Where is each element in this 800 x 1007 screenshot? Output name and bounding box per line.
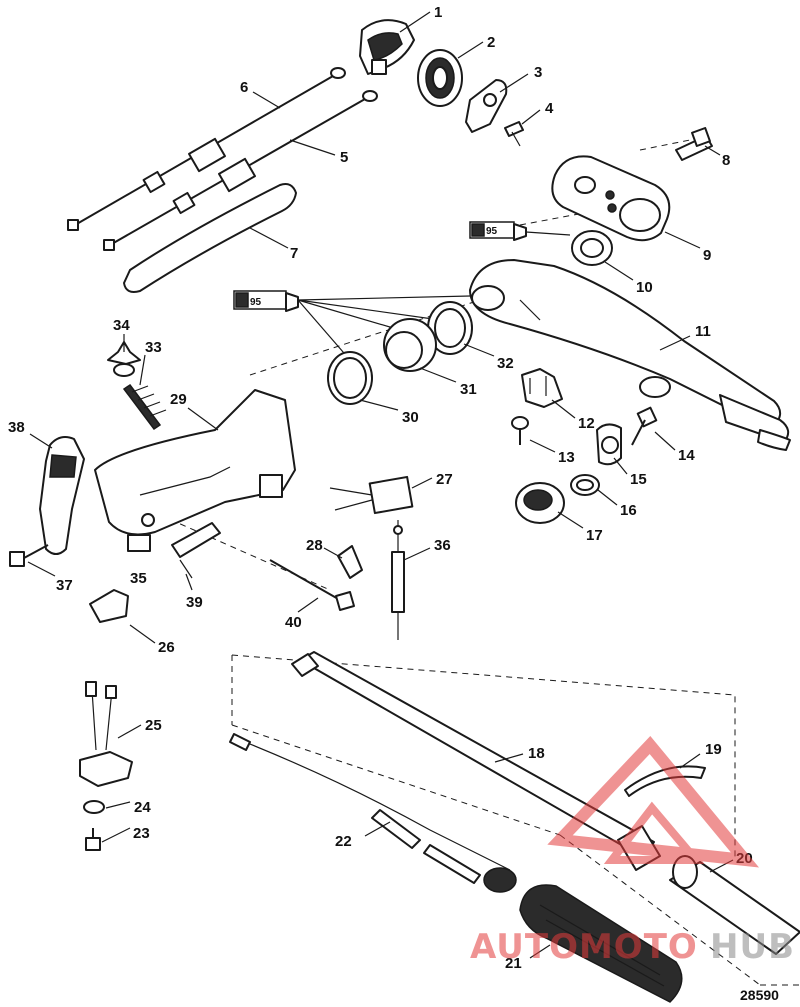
part-5-link-rod [103,90,378,251]
part-12-bracket [521,368,563,408]
callout-13: 13 [558,449,575,466]
callout-16: 16 [620,502,637,519]
part-22-cable [229,733,517,893]
callout-11: 11 [695,323,711,340]
part-32-ring [427,301,473,355]
part-26-clip [89,589,129,623]
callout-29: 29 [170,391,187,408]
callout-36: 36 [434,537,451,554]
sealant-label-lower: 95 [250,297,262,308]
part-23-screw [85,828,101,851]
callout-2: 2 [487,34,495,51]
callout-40: 40 [285,614,302,631]
callout-1: 1 [434,4,442,21]
part-3-plate [465,79,508,133]
part-39-plate [171,522,221,579]
part-31-bushing [383,318,437,372]
callout-8: 8 [722,152,730,169]
part-4-screw [504,121,524,147]
part-15-clip [596,423,622,466]
callout-26: 26 [158,639,175,656]
callout-35: 35 [130,570,147,587]
part-35-decal [127,534,151,552]
part-10-seal [571,230,613,266]
part-38-lever [39,436,85,555]
watermark-text-red: AUTOMOTO [470,927,698,967]
part-7-hose [123,183,297,293]
callout-32: 32 [497,355,514,372]
callout-9: 9 [703,247,711,264]
callout-18: 18 [528,745,545,762]
callout-31: 31 [460,381,477,398]
callout-6: 6 [240,79,248,96]
part-30-ring [327,351,373,405]
callout-33: 33 [145,339,162,356]
part-13-screw [511,416,529,445]
callout-23: 23 [133,825,150,842]
part-1-clamp [359,19,415,75]
callout-3: 3 [534,64,542,81]
callout-12: 12 [578,415,595,432]
callout-4: 4 [545,100,554,117]
callout-7: 7 [290,245,298,262]
watermark-logo: AUTOMOTO HUB [470,735,795,967]
callout-30: 30 [402,409,419,426]
part-8-bolt [675,127,713,161]
part-24-washer [83,800,105,814]
part-29-swivel-bracket [94,389,296,536]
part-9-cover [551,155,671,242]
callout-14: 14 [678,447,695,464]
callout-10: 10 [636,279,653,296]
part-11-tiller-arm [469,259,791,451]
part-2-bushing [417,49,463,107]
part-40-bolt [269,559,355,611]
callout-17: 17 [586,527,603,544]
sealant-tube-upper: 95 [469,221,571,241]
callout-15: 15 [630,471,647,488]
part-16-ring [570,474,600,496]
sealant-label-upper: 95 [486,226,498,237]
part-21-twist-grip [519,884,683,1003]
callout-22: 22 [335,833,352,850]
callouts: 1 2 3 4 5 6 7 8 9 10 11 12 13 14 15 16 1… [8,4,753,972]
part-27-switch [329,475,414,515]
figure-number: 28590 [740,987,779,1003]
callout-5: 5 [340,149,348,166]
callout-27: 27 [436,471,453,488]
part-17-knob [515,482,565,524]
callout-39: 39 [186,594,203,611]
part-19-clip [624,765,706,797]
watermark-text-grey: HUB [710,927,795,967]
part-33-spring [122,383,167,431]
part-25-switch-with-leads [79,681,133,787]
callout-34: 34 [113,317,130,334]
callout-37: 37 [56,577,73,594]
part-36-spring [391,520,405,640]
callout-24: 24 [134,799,151,816]
part-37-screw [9,544,49,567]
callout-38: 38 [8,419,25,436]
sealant-tube-lower: 95 [233,290,471,361]
callout-28: 28 [306,537,323,554]
part-28-clip [337,545,363,579]
callout-25: 25 [145,717,162,734]
part-34-wing-nut [107,341,141,377]
part-6-link-rod [67,67,346,231]
callout-19: 19 [705,741,722,758]
callout-21: 21 [505,955,522,972]
part-14-bolt [631,406,658,446]
